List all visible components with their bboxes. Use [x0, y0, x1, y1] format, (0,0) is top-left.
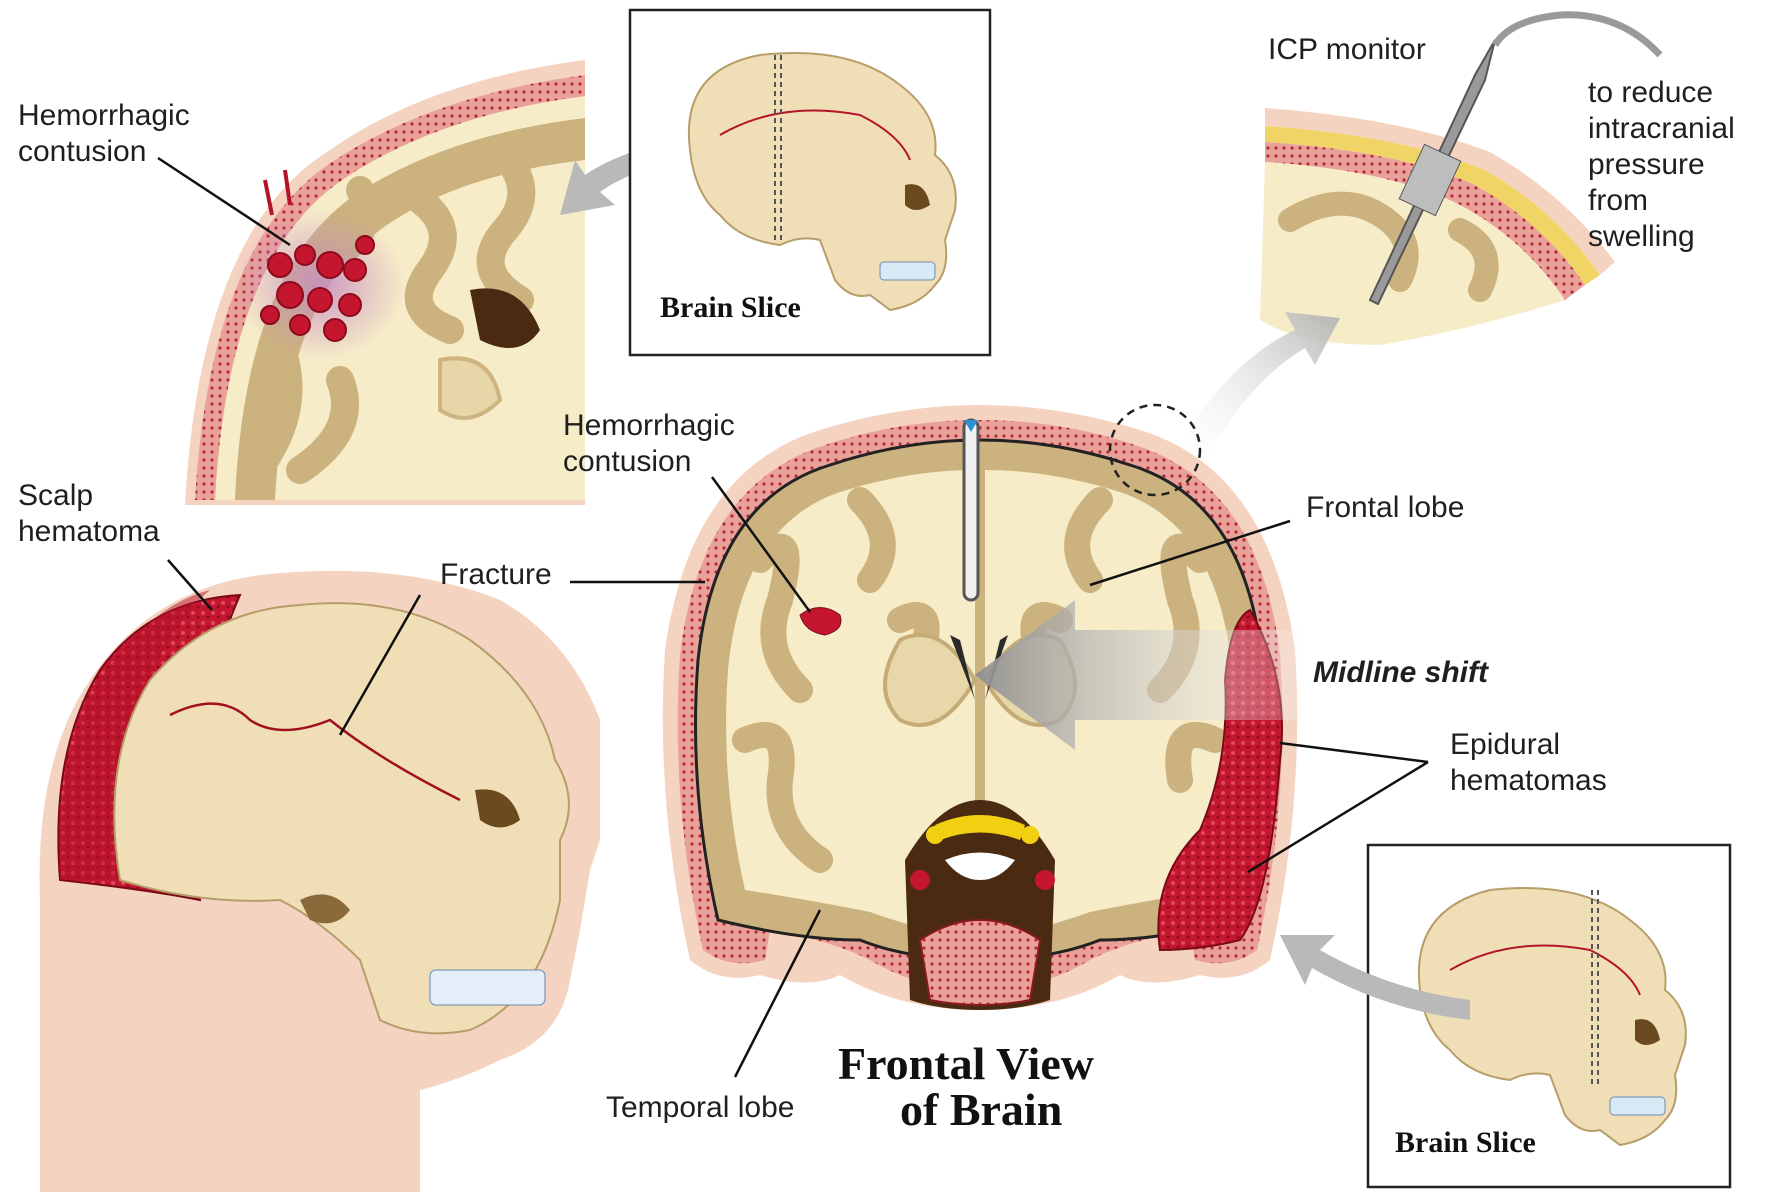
leader-line-epidural-1	[1280, 743, 1428, 762]
label-frontal-lobe: Frontal lobe	[1306, 490, 1464, 526]
label-brain-slice-bottom: Brain Slice	[1395, 1125, 1536, 1161]
closeup-brain-slice-left	[185, 60, 585, 505]
label-epidural-hematomas: Epidural hematomas	[1450, 727, 1607, 799]
title-frontal-view-line2: of Brain	[900, 1086, 1062, 1134]
label-brain-slice-top: Brain Slice	[660, 290, 801, 326]
label-icp-note: to reduce intracranial pressure from swe…	[1588, 75, 1735, 255]
label-hemorrhagic-contusion-center: Hemorrhagic contusion	[563, 408, 735, 480]
label-hemorrhagic-contusion-left: Hemorrhagic contusion	[18, 98, 190, 170]
label-midline-shift: Midline shift	[1313, 655, 1488, 691]
label-icp-monitor: ICP monitor	[1268, 32, 1426, 68]
label-fracture: Fracture	[440, 557, 552, 593]
label-temporal-lobe: Temporal lobe	[606, 1090, 794, 1126]
arrow-to-icp-closeup	[1175, 312, 1340, 460]
head-side-view	[40, 571, 600, 1192]
title-frontal-view-line1: Frontal View	[838, 1040, 1094, 1088]
label-scalp-hematoma: Scalp hematoma	[18, 478, 160, 550]
